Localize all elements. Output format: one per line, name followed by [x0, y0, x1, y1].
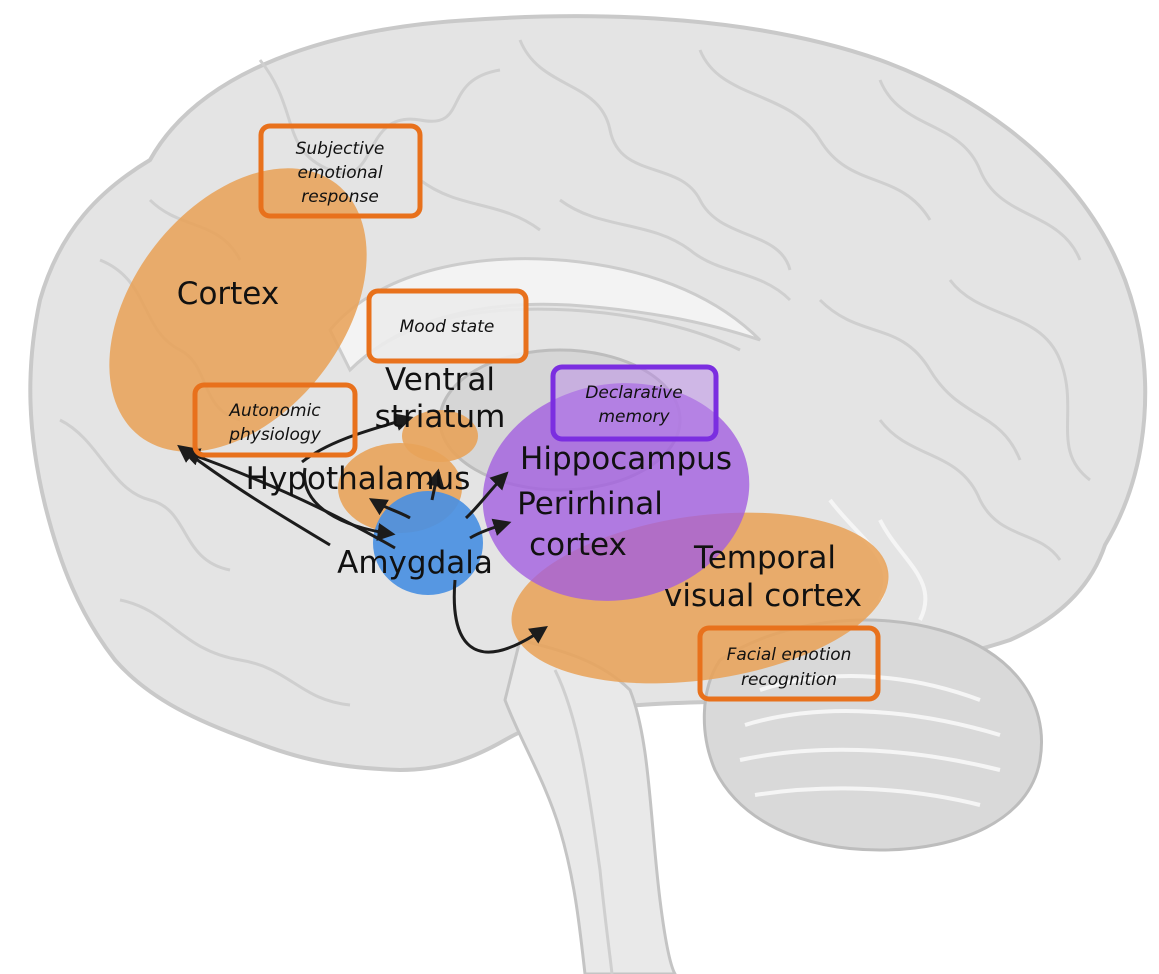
label-temporal-line2: visual cortex: [664, 578, 862, 614]
svg-text:recognition: recognition: [741, 670, 837, 690]
svg-text:Declarative: Declarative: [585, 383, 682, 403]
svg-text:Mood state: Mood state: [400, 317, 495, 337]
svg-text:Facial emotion: Facial emotion: [727, 645, 852, 665]
label-hypothalamus: Hypothalamus: [246, 461, 471, 497]
label-perirhinal-line1: Perirhinal: [517, 486, 663, 522]
label-hippocampus: Hippocampus: [520, 441, 732, 477]
label-amygdala: Amygdala: [337, 545, 493, 581]
svg-text:emotional: emotional: [297, 163, 382, 183]
svg-text:Autonomic: Autonomic: [228, 401, 321, 421]
svg-text:physiology: physiology: [228, 425, 322, 445]
label-perirhinal-line2: cortex: [529, 527, 627, 563]
label-temporal-line1: Temporal: [693, 540, 836, 576]
svg-text:Subjective: Subjective: [296, 139, 385, 159]
label-ventral-striatum-line1: Ventral: [385, 362, 495, 398]
box-mood-state: Mood state: [369, 291, 526, 361]
box-declarative-memory: Declarative memory: [553, 367, 716, 439]
svg-text:memory: memory: [598, 407, 670, 427]
label-ventral-striatum-line2: striatum: [375, 399, 506, 435]
label-cortex: Cortex: [177, 276, 279, 312]
svg-text:response: response: [301, 187, 379, 207]
